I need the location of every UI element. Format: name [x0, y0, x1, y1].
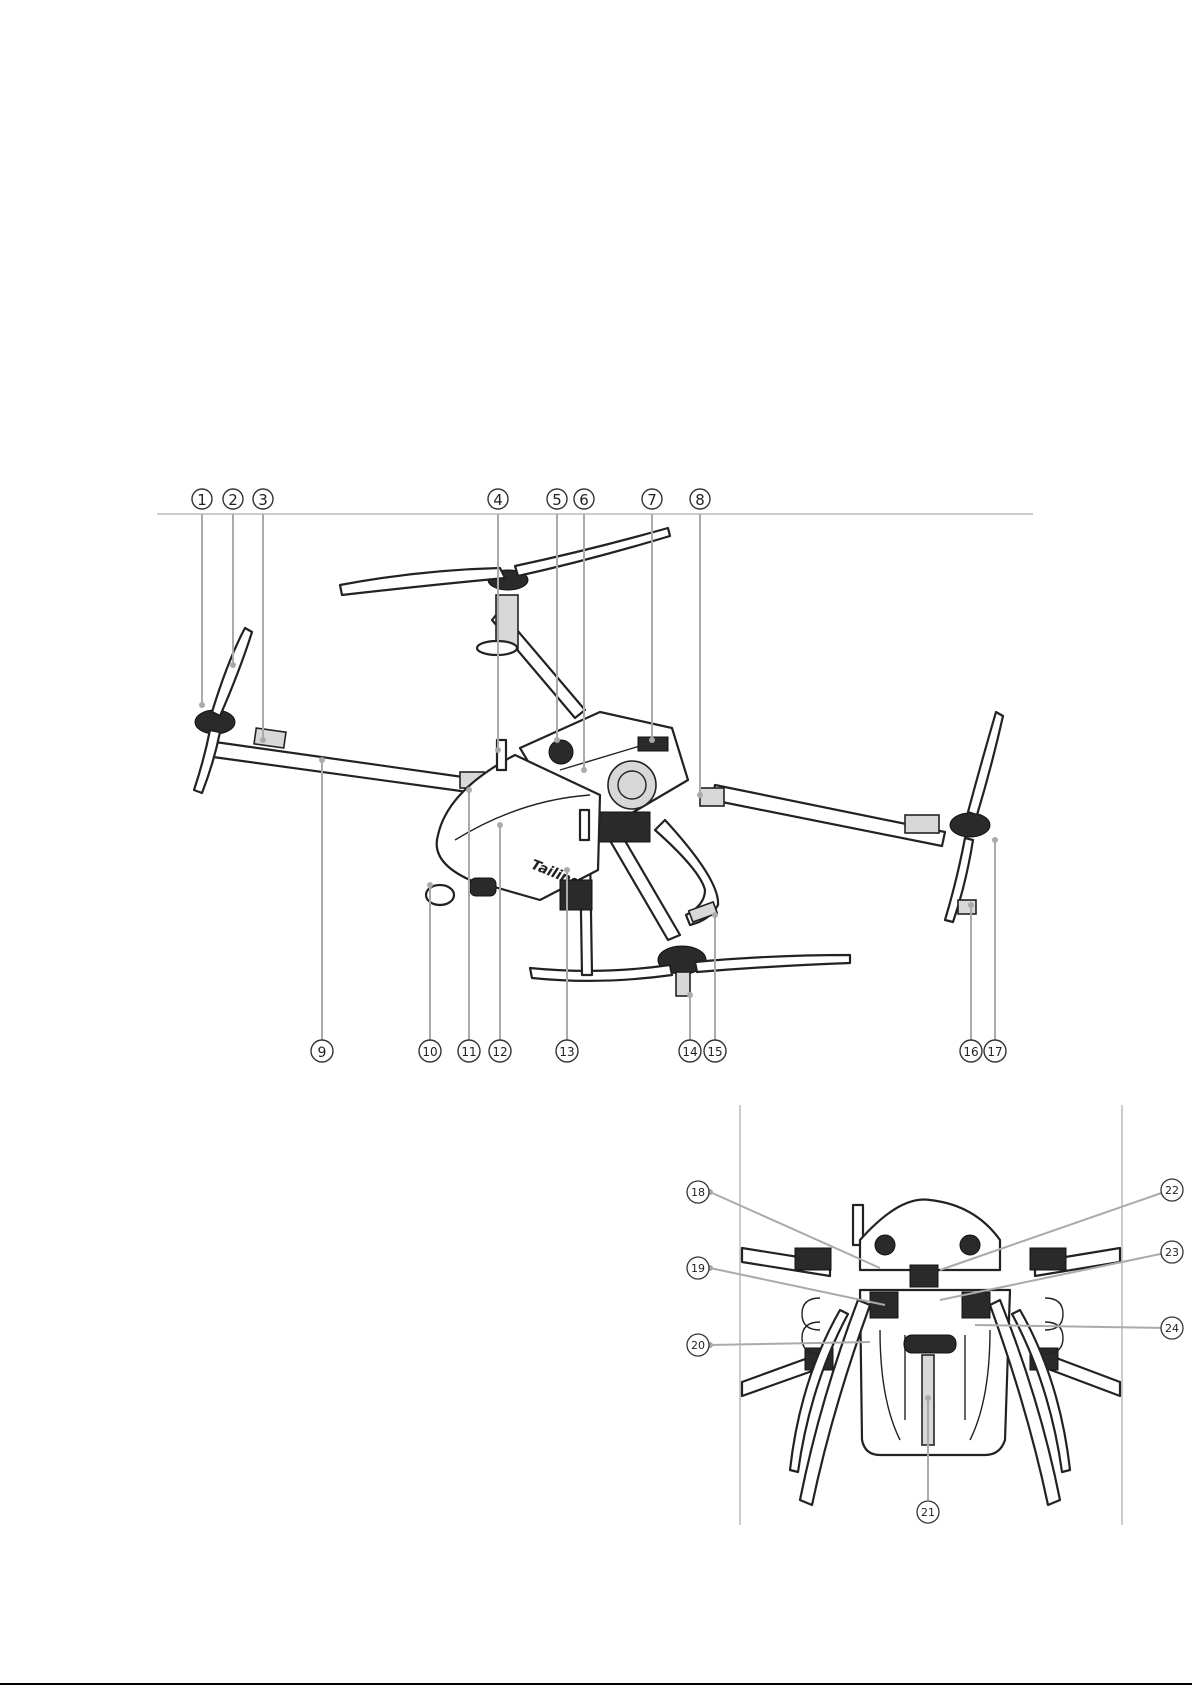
motor-right-foot	[958, 900, 976, 914]
detail-flow-meter	[904, 1335, 956, 1353]
svg-text:23: 23	[1165, 1246, 1179, 1259]
callout-13: 13	[556, 1040, 578, 1062]
svg-text:11: 11	[461, 1045, 476, 1059]
svg-text:13: 13	[559, 1045, 574, 1059]
arm-lock-left	[254, 728, 286, 748]
propeller-left-lower	[194, 730, 220, 793]
callout-23: 23	[1161, 1241, 1183, 1263]
callout-18: 18	[687, 1181, 709, 1203]
svg-text:4: 4	[493, 491, 503, 509]
callout-20: 20	[687, 1334, 709, 1356]
detail-camera-module	[910, 1265, 938, 1287]
antenna-base	[549, 740, 573, 764]
svg-text:19: 19	[691, 1262, 705, 1275]
front-camera	[470, 878, 496, 896]
callout-9: 9	[311, 1040, 333, 1062]
svg-text:1: 1	[197, 491, 207, 509]
callout-24: 24	[1161, 1317, 1183, 1339]
svg-text:17: 17	[987, 1045, 1002, 1059]
callout-14: 14	[679, 1040, 701, 1062]
svg-text:12: 12	[492, 1045, 507, 1059]
drone-detail-view	[707, 1105, 1173, 1525]
callout-11: 11	[458, 1040, 480, 1062]
svg-text:5: 5	[552, 491, 562, 509]
svg-text:14: 14	[682, 1045, 697, 1059]
callout-8: 8	[690, 489, 710, 509]
callout-4: 4	[488, 489, 508, 509]
callout-3: 3	[253, 489, 273, 509]
svg-text:20: 20	[691, 1339, 705, 1352]
propeller-rear-right	[515, 528, 670, 576]
detail-pump-right	[962, 1292, 990, 1318]
svg-text:24: 24	[1165, 1322, 1179, 1335]
svg-text:9: 9	[318, 1045, 327, 1061]
detail-hood	[860, 1200, 1000, 1271]
callout-2: 2	[223, 489, 243, 509]
nozzle-front	[676, 972, 690, 996]
propeller-right-upper	[968, 712, 1003, 815]
motor-right	[950, 813, 990, 837]
arm-left	[213, 742, 470, 792]
antenna-right	[580, 810, 589, 840]
svg-text:10: 10	[422, 1045, 437, 1059]
callouts-top: 1 2 3 4 5 6 7 8	[192, 489, 710, 509]
propeller-front-left	[530, 965, 672, 981]
callout-21: 21	[917, 1501, 939, 1523]
callouts-bottom: 9 10 11 12 13 14 15 16 17	[311, 1040, 1006, 1062]
propeller-front-right	[695, 955, 850, 972]
callout-15: 15	[704, 1040, 726, 1062]
callout-5: 5	[547, 489, 567, 509]
svg-text:2: 2	[228, 491, 238, 509]
callout-16: 16	[960, 1040, 982, 1062]
detail-motor-upper-right	[1030, 1248, 1066, 1270]
arm-joint-right	[700, 788, 724, 806]
callout-12: 12	[489, 1040, 511, 1062]
detail-motor-upper-left	[795, 1248, 831, 1270]
svg-text:15: 15	[707, 1045, 722, 1059]
callout-7: 7	[642, 489, 662, 509]
svg-text:22: 22	[1165, 1184, 1179, 1197]
tank-filler-cap	[608, 761, 656, 809]
svg-text:8: 8	[695, 491, 705, 509]
callout-6: 6	[574, 489, 594, 509]
callout-10: 10	[419, 1040, 441, 1062]
callout-22: 22	[1161, 1179, 1183, 1201]
callout-17: 17	[984, 1040, 1006, 1062]
propeller-rear-left	[340, 568, 505, 595]
drone-main-view: Tailing	[157, 514, 1033, 1040]
radar-module	[560, 880, 592, 910]
detail-bracket-left-1	[802, 1298, 820, 1330]
callout-1: 1	[192, 489, 212, 509]
svg-text:3: 3	[258, 491, 268, 509]
arm-lock-right	[905, 815, 939, 833]
landing-gear-clip	[689, 902, 718, 922]
svg-text:7: 7	[647, 491, 657, 509]
svg-text:6: 6	[579, 491, 589, 509]
detail-sensor-right	[960, 1235, 980, 1255]
svg-text:16: 16	[963, 1045, 978, 1059]
svg-text:21: 21	[921, 1506, 935, 1519]
callout-19: 19	[687, 1257, 709, 1279]
svg-text:18: 18	[691, 1186, 705, 1199]
detail-sensor-left	[875, 1235, 895, 1255]
